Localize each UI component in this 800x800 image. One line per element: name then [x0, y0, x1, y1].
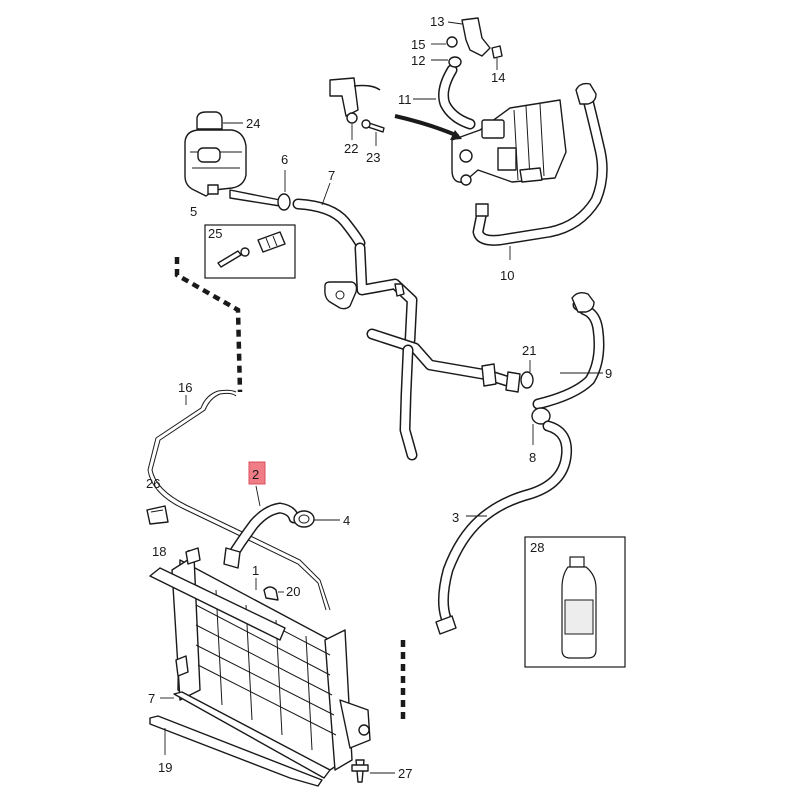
small-fittings-12-15[interactable] — [431, 17, 503, 70]
callout-18: 18 — [152, 544, 166, 559]
expansion-tank-cap[interactable] — [196, 111, 243, 130]
hose-clamp-8[interactable] — [531, 407, 551, 445]
bolt-27[interactable] — [351, 759, 395, 783]
egr-cooler-assembly[interactable] — [451, 99, 567, 186]
radiator[interactable] — [149, 547, 371, 771]
bracket-22[interactable] — [329, 77, 381, 140]
metal-coolant-pipe[interactable] — [324, 242, 521, 461]
callout-labels: 1 2 3 4 5 6 7 7 8 9 10 11 12 13 14 15 16… — [146, 14, 612, 781]
bolt-23[interactable] — [361, 119, 385, 146]
hose-clamp-4[interactable] — [293, 510, 340, 528]
hose-clamp-6[interactable] — [277, 170, 291, 211]
vent-hose-16[interactable] — [147, 389, 331, 611]
callout-7-lower: 7 — [148, 691, 155, 706]
hose-clamp-21[interactable] — [520, 360, 534, 389]
callout-16: 16 — [178, 380, 192, 395]
callout-3: 3 — [452, 510, 459, 525]
callout-23: 23 — [366, 150, 380, 165]
callout-25: 25 — [208, 226, 222, 241]
callout-28: 28 — [530, 540, 544, 555]
callout-13: 13 — [430, 14, 444, 29]
callout-12: 12 — [411, 53, 425, 68]
callout-26: 26 — [146, 476, 160, 491]
callout-15: 15 — [411, 37, 425, 52]
callout-4: 4 — [343, 513, 350, 528]
callout-2: 2 — [252, 467, 259, 482]
callout-21: 21 — [522, 343, 536, 358]
callout-2-highlight — [248, 461, 266, 485]
callout-10: 10 — [500, 268, 514, 283]
hose-11[interactable] — [394, 64, 476, 140]
hose-10[interactable] — [472, 82, 608, 260]
sensor-inset-box — [204, 224, 296, 279]
callout-11: 11 — [398, 92, 412, 107]
callout-22: 22 — [344, 141, 358, 156]
callout-14: 14 — [491, 70, 505, 85]
hose-7[interactable] — [292, 182, 366, 249]
callout-9: 9 — [605, 366, 612, 381]
hose-9[interactable] — [532, 291, 605, 410]
bracket-20[interactable] — [263, 586, 284, 601]
callout-19: 19 — [158, 760, 172, 775]
callout-20: 20 — [286, 584, 300, 599]
mount-26[interactable] — [146, 505, 169, 525]
callout-1: 1 — [252, 563, 259, 578]
lower-bracket-19[interactable] — [149, 715, 323, 787]
callout-7: 7 — [328, 168, 335, 183]
hose-3[interactable] — [435, 420, 573, 635]
callout-5: 5 — [190, 204, 197, 219]
upper-radiator-hose-2[interactable] — [223, 485, 300, 569]
coolant-bottle-inset-box — [524, 536, 626, 668]
callout-8: 8 — [529, 450, 536, 465]
callout-6: 6 — [281, 152, 288, 167]
callout-24: 24 — [246, 116, 260, 131]
expansion-tank[interactable] — [184, 129, 281, 207]
callout-27: 27 — [398, 766, 412, 781]
lower-seal-strip-7[interactable] — [160, 691, 331, 779]
